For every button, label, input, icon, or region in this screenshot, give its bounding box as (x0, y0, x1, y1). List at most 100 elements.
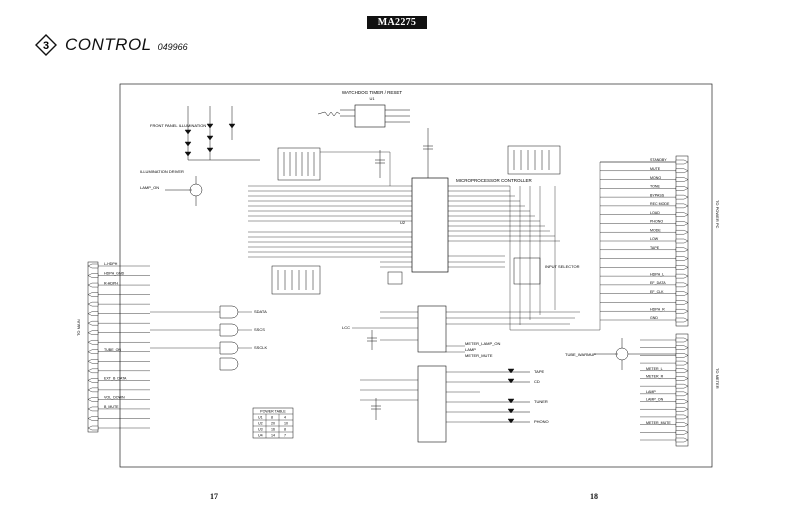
connector-pin (87, 387, 150, 393)
connector-pin: LAMP (640, 390, 689, 397)
decoder-ic (417, 365, 447, 443)
mcu-left-bus (248, 151, 412, 268)
resistor-pack-right (507, 145, 561, 175)
connector-pin (600, 256, 689, 261)
power-table-cell: U2 (258, 421, 263, 425)
connector-pin: EF_DATA (600, 281, 689, 288)
pin-label: L-HDPH (104, 262, 118, 266)
connector-pin (640, 345, 689, 350)
tape-label: TAPE (534, 369, 544, 374)
model-badge: MA2275 (367, 16, 427, 29)
connector-pin (87, 320, 150, 326)
connector-pin (87, 301, 150, 307)
connector-pin: EXT_B_DATA (87, 377, 150, 383)
connector-pin (640, 430, 689, 435)
pin-label: METER_L (646, 367, 663, 371)
connector-pin (640, 437, 689, 443)
pin-label: LAMP_ON (646, 398, 664, 402)
connector-pin: BYPASS (600, 193, 689, 200)
pin-label: LOW (650, 237, 659, 241)
lamp-on-label: LAMP_ON (140, 185, 159, 190)
mcu-right-bus (448, 185, 560, 268)
logic-gates (219, 305, 239, 371)
sscs-label: SSCS (254, 327, 265, 332)
connector-pin (87, 416, 150, 421)
connector-pin (87, 330, 150, 335)
input-selector-label: INPUT SELECTOR (545, 264, 580, 269)
cd-label: CD (534, 379, 540, 384)
connector-pin (640, 360, 689, 366)
connector-pin: STANDBY (600, 158, 689, 165)
mcu-ref: U2 (400, 220, 406, 225)
connector-pin: MONO (600, 176, 689, 182)
connector-pin (640, 337, 689, 343)
pin-label: BYPASS (650, 193, 665, 197)
power-table-cell: 16 (271, 427, 275, 431)
left-connector (87, 261, 99, 433)
watchdog-label: WATCHDOG TIMER / RESET (342, 90, 402, 95)
pin-label: STANDBY (650, 158, 667, 162)
pin-label: REC MODE (650, 202, 670, 206)
connector-pin: TONE (600, 185, 689, 191)
power-table-cell: 20 (271, 421, 275, 425)
to-main-label: TO MAIN (76, 319, 81, 336)
right-connector-bottom (675, 333, 689, 447)
connector-pin: MUTE (600, 167, 689, 173)
power-table-cell: U4 (258, 433, 263, 437)
source-leds (480, 368, 530, 424)
pin-label: GND (650, 316, 658, 320)
to-power-pc-label: TO POWER PC (715, 200, 720, 228)
power-table-cell: 8 (271, 415, 273, 419)
power-table-cell: U1 (258, 415, 263, 419)
connector-pin: REC MODE (600, 202, 689, 209)
connector-pin: MODE (600, 228, 689, 235)
connector-pin: METER_L (640, 367, 689, 373)
power-table-cell: 8 (284, 427, 286, 431)
pin-label: EXT_B_DATA (104, 377, 127, 381)
power-table-cell: 4 (284, 415, 286, 419)
pin-label: HDPH_L (650, 272, 664, 276)
sdata-label: SDATA (254, 309, 267, 314)
connector-pin: EF_CLK (600, 290, 689, 296)
watchdog-ref: U1 (369, 96, 375, 101)
watchdog-ic (354, 104, 386, 128)
resistor-pack-top (277, 147, 321, 181)
power-table-cell: 14 (271, 433, 275, 437)
connector-pin (87, 340, 150, 345)
ssclk-label: SSCLK (254, 345, 267, 350)
connector-pin: L-HDPH (87, 262, 150, 269)
power-table-cell: U3 (258, 427, 263, 431)
mcu-label: MICROPROCESSOR CONTROLLER (456, 178, 533, 183)
connector-pin (87, 359, 150, 364)
pin-label: MODE (650, 228, 661, 232)
connector-pin: GND (600, 316, 689, 323)
pin-label: METER_R (646, 375, 664, 379)
connector-pin: TUBE_ON (87, 348, 150, 354)
pin-label: PHONO (650, 220, 663, 224)
front-panel-leds (184, 106, 260, 161)
meter-lamp-on-label: METER_LAMP_ON (465, 341, 500, 346)
connector-pin: METER_R (640, 375, 689, 381)
pin-label: TONE (650, 185, 661, 189)
connector-pin: R-HDPH (87, 281, 150, 288)
connector-pin (87, 311, 150, 316)
section-header: 3 CONTROL 049966 (35, 34, 188, 56)
pin-label: LAMP (646, 390, 656, 394)
meter-mute-label: METER_MUTE (465, 353, 493, 358)
power-table-cell: 10 (284, 421, 288, 425)
microprocessor-ic (411, 177, 449, 273)
schematic-frame (119, 83, 713, 468)
pin-label: R-HDPH (104, 281, 118, 285)
pin-label: EF_CLK (650, 290, 664, 294)
section-number: 3 (43, 40, 49, 52)
connector-pin (87, 292, 150, 297)
input-selector-switch (513, 257, 541, 285)
connector-pin (640, 414, 689, 420)
section-code: 049966 (157, 42, 188, 52)
connector-pin (600, 265, 689, 270)
illumination-driver-label: ILLUMINATION DRIVER (140, 169, 184, 174)
connector-pin: HDPH_GND (87, 272, 150, 278)
connector-pin: B_MUTE (87, 405, 150, 412)
